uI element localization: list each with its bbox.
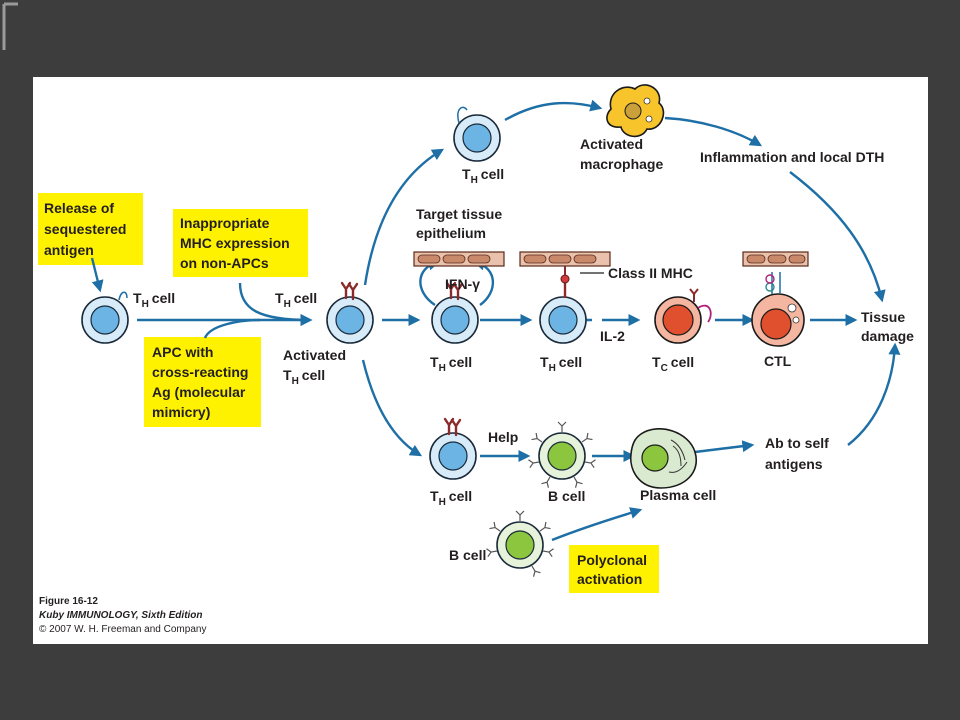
svg-text:Activated: Activated — [580, 136, 643, 152]
th-cell-class2 — [539, 274, 587, 344]
polyclonal-line-2: activation — [577, 571, 642, 587]
epithelium-strip-1 — [413, 251, 505, 267]
release-line-1: Release of — [44, 200, 114, 216]
pathway-arrows — [90, 99, 901, 542]
epithelium-strip-2 — [519, 251, 611, 275]
apc-line-2: cross-reacting — [152, 364, 248, 380]
th-cell-bottom — [429, 417, 477, 480]
target-tissue-label: Target tissue epithelium — [416, 206, 502, 241]
mhc-line-1: Inappropriate — [180, 215, 270, 231]
svg-text:Ab to self: Ab to self — [765, 435, 829, 451]
svg-text:Tissue: Tissue — [861, 309, 905, 325]
figure-panel: Release of sequestered antigen Inappropr… — [33, 77, 928, 644]
svg-text:macrophage: macrophage — [580, 156, 663, 172]
macrophage-label: Activated macrophage — [580, 136, 663, 172]
b-cell-help-label: B cell — [548, 488, 585, 504]
plasma-cell-label: Plasma cell — [640, 487, 716, 503]
slide-corner-decoration — [2, 2, 18, 50]
polyclonal-line-1: Polyclonal — [577, 552, 647, 568]
mhc-expression-box: Inappropriate MHC expression on non-APCs — [173, 209, 308, 277]
il2-label: IL-2 — [600, 328, 625, 344]
release-line-3: antigen — [44, 242, 94, 258]
release-line-2: sequestered — [44, 221, 126, 237]
ab-self-label: Ab to self antigens — [765, 435, 829, 472]
inflammation-label: Inflammation and local DTH — [700, 149, 884, 165]
th-cell-ifn — [431, 281, 479, 344]
svg-text:Activated: Activated — [283, 347, 346, 363]
svg-text:Class II MHC: Class II MHC — [608, 265, 693, 281]
epithelium-strip-3 — [742, 251, 809, 267]
svg-text:epithelium: epithelium — [416, 225, 486, 241]
svg-text:damage: damage — [861, 328, 914, 344]
ifn-gamma-label: IFN-γ — [445, 276, 480, 292]
b-cell-help — [527, 421, 597, 489]
release-antigen-box: Release of sequestered antigen — [38, 193, 143, 265]
autoimmunity-mechanisms-diagram: Release of sequestered antigen Inappropr… — [38, 84, 914, 593]
svg-text:antigens: antigens — [765, 456, 823, 472]
apc-line-4: mimicry) — [152, 404, 210, 420]
th-cell-initial — [81, 291, 129, 344]
apc-line-1: APC with — [152, 344, 213, 360]
apc-mimicry-box: APC with cross-reacting Ag (molecular mi… — [144, 337, 261, 427]
tissue-damage-label: Tissue damage — [861, 309, 914, 344]
th-cell-activated — [326, 281, 374, 344]
tc-cell — [654, 288, 712, 344]
figure-copyright: © 2007 W. H. Freeman and Company — [39, 624, 207, 635]
mhc-line-2: MHC expression — [180, 235, 290, 251]
ctl-cell — [751, 272, 805, 347]
ctl-label: CTL — [764, 353, 792, 369]
apc-line-3: Ag (molecular — [152, 384, 246, 400]
help-label: Help — [488, 429, 518, 445]
b-cell-polyclonal-label: B cell — [449, 547, 486, 563]
activated-macrophage-icon — [606, 84, 665, 138]
figure-number: Figure 16-12 — [39, 596, 98, 607]
mhc-line-3: on non-APCs — [180, 255, 269, 271]
figure-book: Kuby IMMUNOLOGY, Sixth Edition — [39, 610, 203, 621]
b-cell-polyclonal — [485, 510, 555, 578]
class2-mhc-label: Class II MHC — [580, 265, 693, 281]
polyclonal-activation-box: Polyclonal activation — [569, 545, 659, 593]
plasma-cell — [630, 428, 698, 489]
svg-text:Target tissue: Target tissue — [416, 206, 502, 222]
th-cell-top — [453, 106, 501, 162]
